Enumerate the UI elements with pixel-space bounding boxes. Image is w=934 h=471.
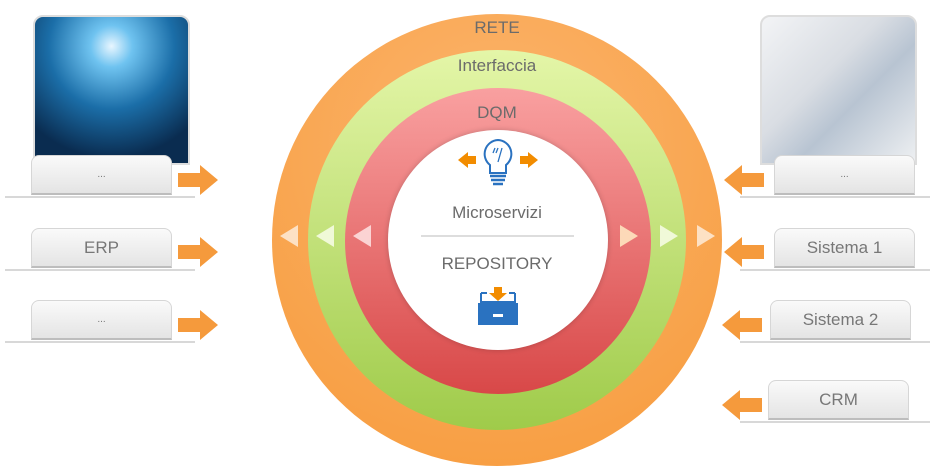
divider [740, 269, 930, 271]
right-source-box-sistema-1: Sistema 1 [774, 228, 915, 268]
label-microservizi: Microservizi [452, 203, 542, 222]
chevron-left-icon [280, 225, 298, 247]
arrow-left-icon [724, 237, 764, 267]
right-source-box-1: ... [774, 155, 915, 195]
divider [740, 341, 930, 343]
arrow-right-icon [178, 310, 218, 340]
chevron-right-icon [620, 225, 638, 247]
arrow-right-icon [178, 165, 218, 195]
globe-network-image [33, 15, 190, 165]
arrow-left-icon [722, 390, 762, 420]
right-source-box-crm: CRM [768, 380, 909, 420]
label-repository: REPOSITORY [441, 254, 553, 273]
divider [5, 341, 195, 343]
left-source-box-1: ... [31, 155, 172, 195]
chevron-right-icon [660, 225, 678, 247]
divider [740, 421, 930, 423]
left-source-box-3: ... [31, 300, 172, 340]
divider [421, 235, 574, 237]
arrow-left-icon [724, 165, 764, 195]
chevron-left-icon [316, 225, 334, 247]
arrow-right-icon [178, 237, 218, 267]
divider [740, 196, 930, 198]
label-interfaccia: Interfaccia [457, 56, 537, 75]
divider [5, 269, 195, 271]
left-source-box-erp: ERP [31, 228, 172, 268]
label-rete: RETE [474, 18, 520, 37]
chevron-right-icon [697, 225, 715, 247]
chevron-left-icon [353, 225, 371, 247]
divider [5, 196, 195, 198]
repository-drawer-icon [478, 287, 518, 325]
lightbulb-icon [458, 138, 538, 186]
business-tablet-image [760, 15, 917, 165]
right-source-box-sistema-2: Sistema 2 [770, 300, 911, 340]
arrow-left-icon [722, 310, 762, 340]
label-dqm: DQM [477, 103, 517, 122]
